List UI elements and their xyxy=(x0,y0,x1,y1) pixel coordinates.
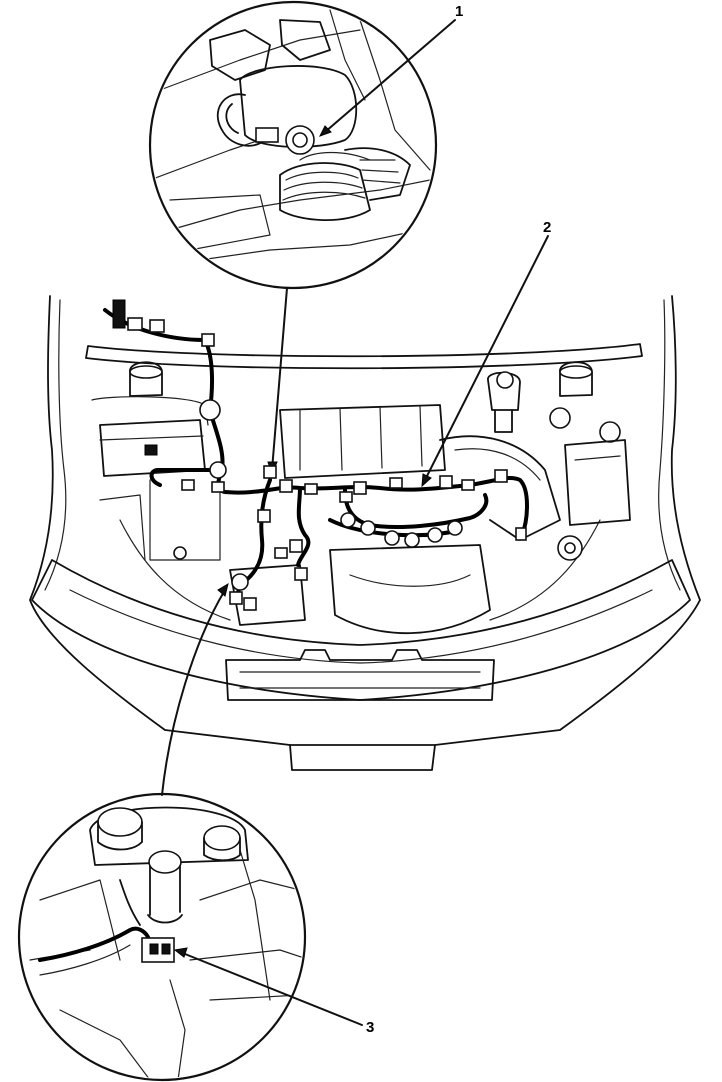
engine-bay-view xyxy=(29,295,701,771)
callout-1-group: 1 xyxy=(318,3,463,137)
callout-2-label: 2 xyxy=(543,219,551,236)
harness-connectors xyxy=(112,299,527,611)
leader-to-bottom-detail xyxy=(161,589,226,796)
callout-2-group: 2 xyxy=(421,219,551,488)
callout-3-group: 3 xyxy=(173,947,374,1036)
callout-1-label: 1 xyxy=(455,3,463,20)
detail-view-top xyxy=(148,0,438,476)
callout-3-label: 3 xyxy=(366,1019,374,1036)
detail-view-bottom xyxy=(17,792,307,1082)
